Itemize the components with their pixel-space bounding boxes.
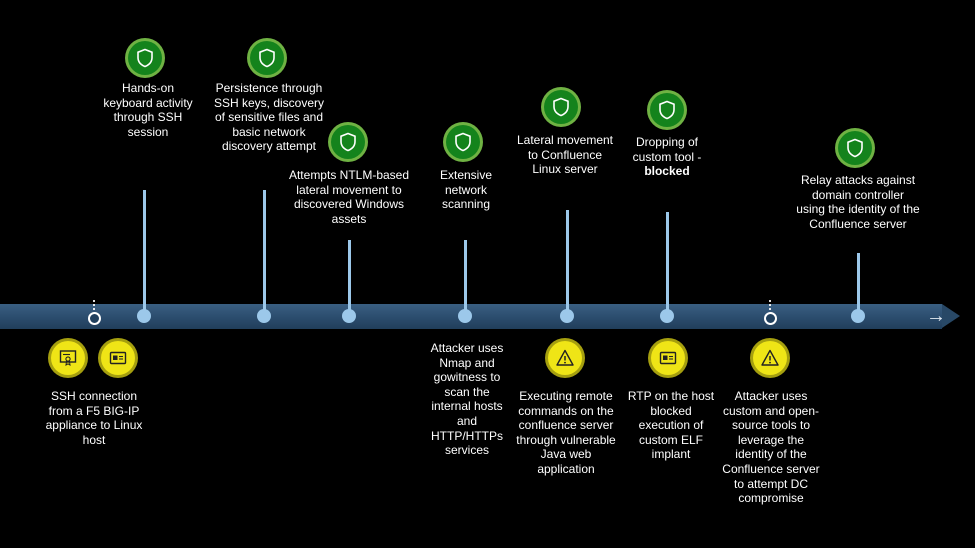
timeline-node <box>660 309 674 323</box>
shield-icon <box>838 131 872 165</box>
event-label-dropping-custom-tool: Dropping of custom tool - blocked <box>624 135 710 179</box>
marker-dots <box>93 299 95 311</box>
shield-icon <box>331 125 365 159</box>
event-label-dropping-text: Dropping of custom tool - <box>632 135 702 164</box>
timeline-stem <box>566 210 569 316</box>
timeline-stem <box>666 212 669 316</box>
timeline-band-tip <box>942 304 960 328</box>
id-card-icon <box>651 341 685 375</box>
shield-icon <box>446 125 480 159</box>
timeline-node <box>257 309 271 323</box>
event-label-ntlm-lateral: Attempts NTLM-based lateral movement to … <box>288 168 410 226</box>
blocked-emphasis: blocked <box>644 164 690 179</box>
timeline-stem <box>464 240 467 316</box>
warning-icon <box>548 341 582 375</box>
event-label-hands-on-keyboard: Hands-on keyboard activity through SSH s… <box>103 81 193 139</box>
shield-icon <box>544 90 578 124</box>
warning-icon <box>753 341 787 375</box>
marker-dots <box>769 299 771 311</box>
timeline-node <box>851 309 865 323</box>
event-label-nmap-gowitness: Attacker uses Nmap and gowitness to scan… <box>430 341 504 458</box>
timeline-node <box>342 309 356 323</box>
event-label-remote-commands: Executing remote commands on the conflue… <box>516 389 616 476</box>
shield-icon <box>250 41 284 75</box>
event-label-rtp-blocked: RTP on the host blocked execution of cus… <box>627 389 715 462</box>
timeline-marker-start <box>88 312 101 325</box>
event-label-dc-compromise: Attacker uses custom and open-source too… <box>722 389 820 506</box>
timeline-stem <box>857 253 860 316</box>
timeline-marker-dc <box>764 312 777 325</box>
timeline-stem <box>348 240 351 316</box>
event-label-network-scanning: Extensive network scanning <box>439 168 493 212</box>
timeline-node <box>458 309 472 323</box>
shield-icon <box>128 41 162 75</box>
timeline-arrow-icon: → <box>926 305 946 327</box>
event-label-relay-attacks: Relay attacks against domain controller … <box>796 173 920 231</box>
event-label-persistence: Persistence through SSH keys, discovery … <box>213 81 325 154</box>
timeline-stem <box>143 190 146 316</box>
event-label-lateral-confluence: Lateral movement to Confluence Linux ser… <box>516 133 614 177</box>
timeline-stem <box>263 190 266 316</box>
timeline-node <box>560 309 574 323</box>
shield-icon <box>650 93 684 127</box>
event-label-ssh-connection: SSH connection from a F5 BIG-IP applianc… <box>45 389 143 447</box>
id-card-icon <box>101 341 135 375</box>
certificate-icon <box>51 341 85 375</box>
timeline-node <box>137 309 151 323</box>
